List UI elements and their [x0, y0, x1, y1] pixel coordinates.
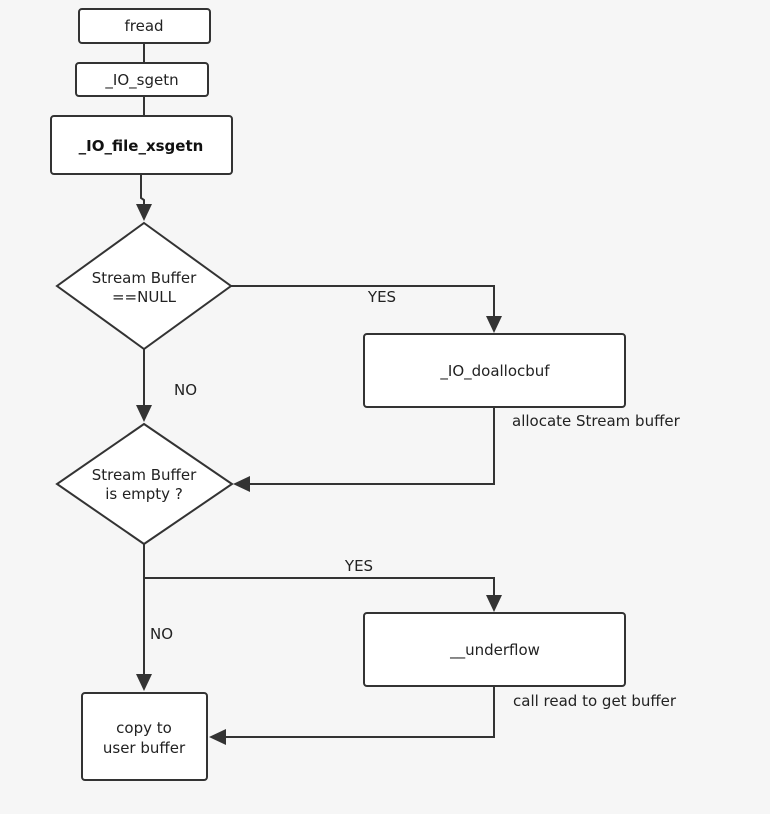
arrow-to-underflow [486, 595, 502, 612]
label-allocate-note: allocate Stream buffer [512, 412, 681, 430]
label-null-no: NO [174, 381, 197, 399]
arrow-to-decision-empty [136, 405, 152, 422]
edge-labels: YES NO allocate Stream buffer YES NO cal… [150, 288, 681, 710]
node-io-file-xsgetn: _IO_file_xsgetn [50, 115, 233, 175]
edge-xsgetn-decision-null [140, 174, 145, 204]
label-underflow-note: call read to get buffer [513, 692, 677, 710]
node-fread: fread [78, 8, 211, 44]
node-io-doallocbuf: _IO_doallocbuf [363, 333, 626, 408]
node-underflow-label: __underflow [449, 641, 540, 660]
node-io-sgetn: _IO_sgetn [75, 62, 209, 97]
node-io-sgetn-label: _IO_sgetn [104, 71, 178, 90]
node-copy-line1: copy to [116, 719, 172, 737]
node-fread-label: fread [124, 17, 163, 35]
edge-null-yes [231, 285, 495, 316]
arrow-alloc-into-empty [233, 476, 250, 492]
arrow-to-copy [136, 674, 152, 691]
decision-stream-buffer-null: Stream Buffer ==NULL [55, 221, 233, 351]
node-io-file-xsgetn-label: _IO_file_xsgetn [79, 137, 204, 155]
decision-null-line2: ==NULL [112, 288, 177, 306]
arrow-underflow-into-copy [209, 729, 226, 745]
edges [136, 43, 502, 745]
label-null-yes: YES [367, 288, 396, 306]
edge-underflow-to-copy [226, 686, 495, 738]
node-underflow: __underflow [363, 612, 626, 687]
edge-doallocbuf-to-empty [250, 407, 495, 485]
decision-null-line1: Stream Buffer [92, 269, 197, 287]
edge-empty-yes [144, 577, 495, 595]
decision-empty-line1: Stream Buffer [92, 466, 197, 484]
arrow-to-doallocbuf [486, 316, 502, 333]
node-copy-line2: user buffer [103, 739, 186, 757]
node-copy-to-user-buffer: copy to user buffer [81, 692, 208, 781]
decision-empty-line2: is empty ? [105, 485, 183, 503]
label-empty-no: NO [150, 625, 173, 643]
label-empty-yes: YES [344, 557, 373, 575]
node-io-doallocbuf-label: _IO_doallocbuf [439, 362, 550, 381]
decision-stream-buffer-empty: Stream Buffer is empty ? [55, 422, 234, 546]
arrow-to-decision-null [136, 204, 152, 221]
